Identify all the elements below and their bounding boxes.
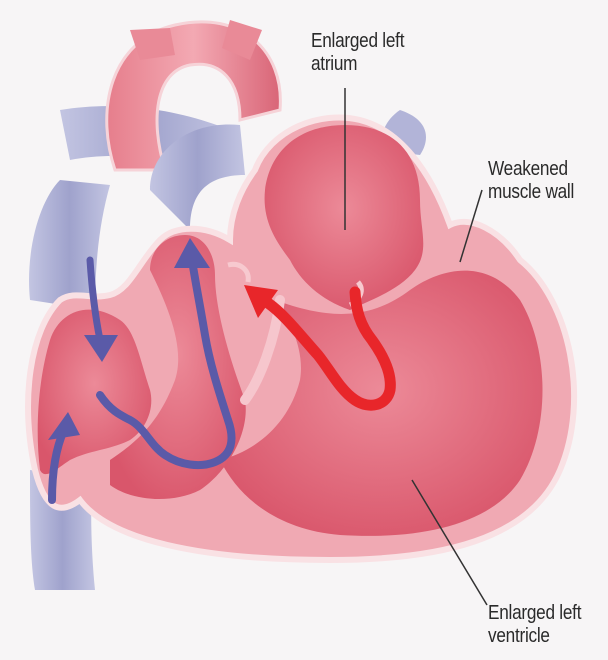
label-ventricle-line1: Enlarged left — [488, 602, 581, 625]
label-ventricle-line2: ventricle — [488, 625, 581, 648]
label-enlarged-left-ventricle: Enlarged left ventricle — [488, 602, 581, 648]
superior-vena-cava — [29, 180, 110, 310]
label-enlarged-left-atrium: Enlarged left atrium — [311, 30, 404, 76]
label-weakened-muscle-wall: Weakened muscle wall — [488, 158, 574, 204]
label-atrium-line2: atrium — [311, 53, 404, 76]
label-atrium-line1: Enlarged left — [311, 30, 404, 53]
label-muscle-line2: muscle wall — [488, 181, 574, 204]
label-muscle-line1: Weakened — [488, 158, 574, 181]
